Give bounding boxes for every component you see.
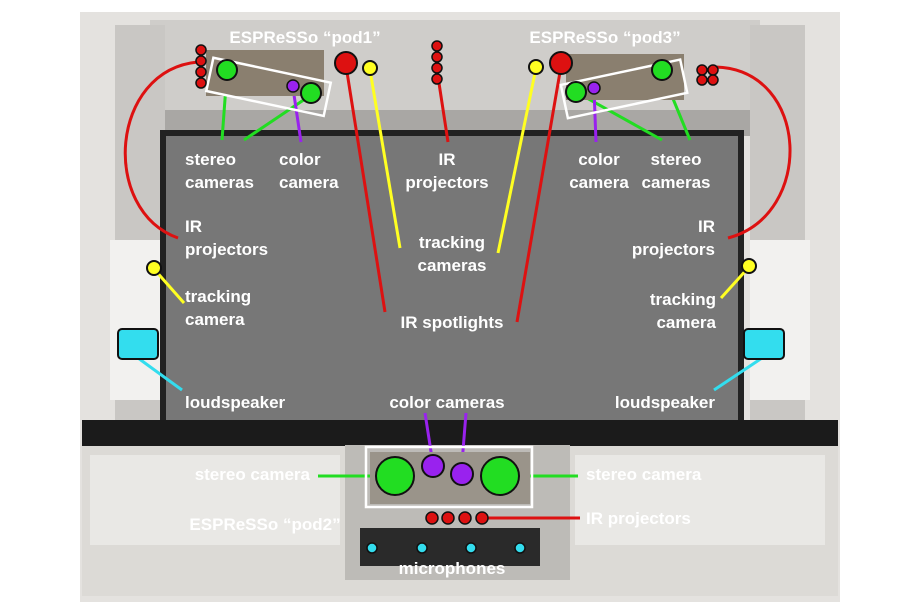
loudspeaker-right: [744, 329, 784, 359]
color-camera-left-l2: camera: [279, 173, 339, 192]
pod1-stereo-camera-b: [301, 83, 321, 103]
tracking-camera-left-l2: camera: [185, 310, 245, 329]
tracking-camera-side-left: [147, 261, 161, 275]
color-camera-right-l1: color: [578, 150, 620, 169]
pod3-stereo-camera-b: [652, 60, 672, 80]
tracking-camera-right-l1: tracking: [650, 290, 716, 309]
pod1-stereo-camera-a: [217, 60, 237, 80]
pod2-stereo-camera-right: [481, 457, 519, 495]
tracking-cameras-center-l2: cameras: [417, 256, 486, 275]
stereo-cameras-left-l1: stereo: [185, 150, 236, 169]
loudspeaker-left-label: loudspeaker: [185, 393, 286, 412]
ir-spotlight-right: [550, 52, 572, 74]
pod1-label: ESPReSSo “pod1”: [229, 28, 380, 47]
tracking-camera-top-right: [529, 60, 543, 74]
tracking-camera-top-left: [363, 61, 377, 75]
ir-spotlight-left: [335, 52, 357, 74]
ir-projectors-right-l2: projectors: [632, 240, 715, 259]
stereo-camera-right-label: stereo camera: [586, 465, 702, 484]
pod3-color-camera: [588, 82, 600, 94]
ir-projectors-top-l2: projectors: [405, 173, 488, 192]
stereo-cameras-right-l2: cameras: [641, 173, 710, 192]
stereo-cameras-right-l1: stereo: [650, 150, 701, 169]
pod2-color-camera-left: [422, 455, 444, 477]
ir-projectors-top-l1: IR: [439, 150, 456, 169]
pod3-label: ESPReSSo “pod3”: [529, 28, 680, 47]
microphones-label: microphones: [399, 559, 506, 578]
pod2-label: ESPReSSo “pod2”: [189, 515, 340, 534]
ir-projectors-bottom-label: IR projectors: [586, 509, 691, 528]
stereo-camera-left-label: stereo camera: [195, 465, 311, 484]
ir-projectors-left-l2: projectors: [185, 240, 268, 259]
right-pillar-box: [750, 240, 810, 400]
pod3-stereo-camera-a: [566, 82, 586, 102]
tracking-camera-right-l2: camera: [656, 313, 716, 332]
tracking-camera-left-l1: tracking: [185, 287, 251, 306]
color-camera-right-l2: camera: [569, 173, 629, 192]
ir-spotlights-label: IR spotlights: [401, 313, 504, 332]
pod1-color-camera: [287, 80, 299, 92]
desk-cloth: [82, 420, 838, 448]
pod2-stereo-camera-left: [376, 457, 414, 495]
color-cameras-bottom-label: color cameras: [389, 393, 504, 412]
tracking-camera-side-right: [742, 259, 756, 273]
loudspeaker-left: [118, 329, 158, 359]
pod2: [366, 447, 532, 507]
ir-projectors-left-l1: IR: [185, 217, 202, 236]
tracking-cameras-center-l1: tracking: [419, 233, 485, 252]
color-camera-left-l1: color: [279, 150, 321, 169]
loudspeaker-right-label: loudspeaker: [615, 393, 716, 412]
stereo-cameras-left-l2: cameras: [185, 173, 254, 192]
pod2-color-camera-right: [451, 463, 473, 485]
ir-projectors-right-l1: IR: [698, 217, 715, 236]
